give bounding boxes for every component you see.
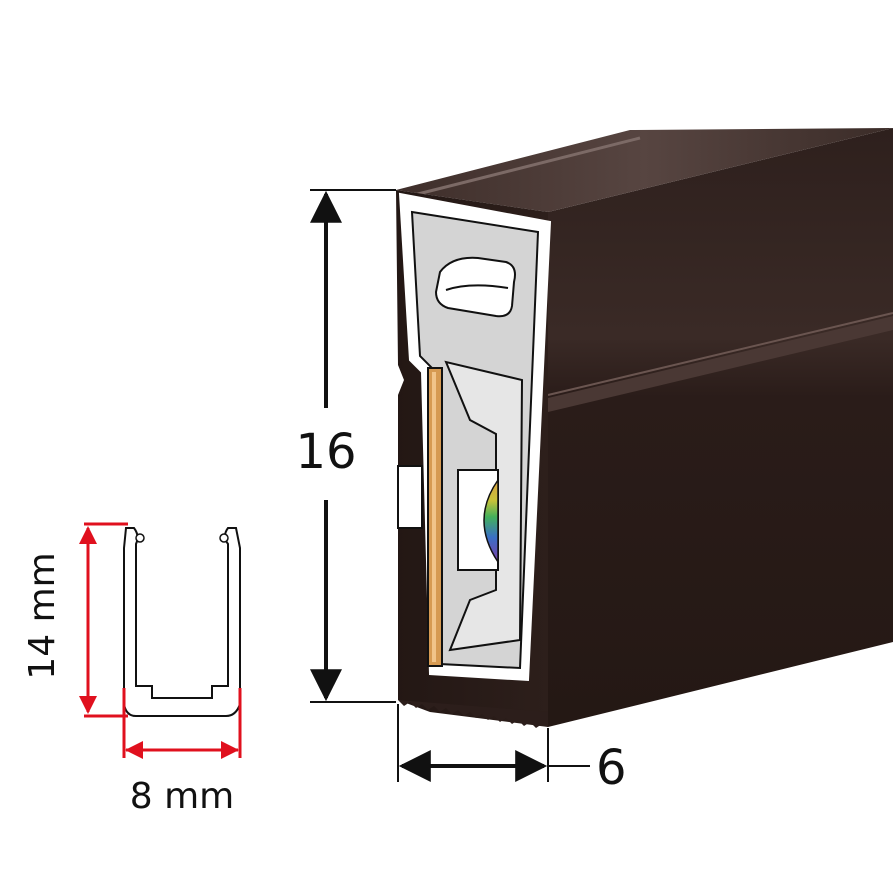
profile-side-face — [548, 128, 893, 727]
u-channel — [123, 527, 241, 717]
rgb-lens — [483, 477, 499, 565]
pcb-housing — [444, 360, 524, 652]
led-profile-3d — [396, 128, 893, 728]
profile-side-ridge — [548, 316, 893, 412]
profile-width-dimension: 6 — [397, 704, 627, 796]
u-channel-outline — [123, 527, 241, 717]
profile-top-face — [396, 128, 893, 212]
profile-width-label: 6 — [596, 740, 627, 796]
u-channel-width-dimension: 8 mm — [122, 688, 242, 817]
u-channel-width-label: 8 mm — [130, 776, 234, 817]
profile-height-dimension: 16 — [295, 189, 396, 703]
profile-bottom-serration — [398, 700, 548, 728]
side-tab — [397, 465, 423, 529]
u-channel-height-dimension: 14 mm — [22, 522, 128, 718]
profile-height-label: 16 — [295, 424, 356, 480]
diffuser-top-slot — [434, 256, 516, 318]
u-channel-height-label: 14 mm — [22, 552, 63, 679]
